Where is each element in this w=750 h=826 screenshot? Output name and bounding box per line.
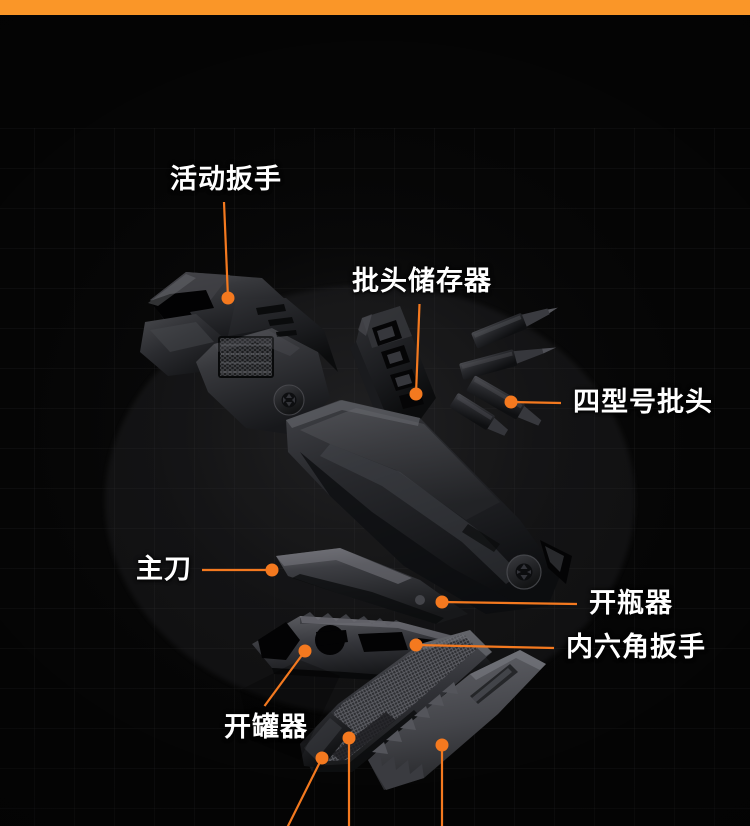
top-accent-bar [0,0,750,15]
callout-label-hex-wrench: 内六角扳手 [566,632,706,662]
leader-bottle-opener [435,595,578,609]
leader-hex-wrench [409,638,555,652]
callout-label-adjustable-wrench: 活动扳手 [170,164,282,194]
leader-four-type-bits [504,395,562,409]
callout-dot-adjustable-wrench [221,291,235,305]
leader-cut-off-middle [342,731,356,826]
leader-can-opener [263,644,312,707]
leader-cut-off-left [286,751,329,826]
callout-dot-can-opener [298,644,312,658]
callout-label-bottle-opener: 开瓶器 [589,588,673,618]
leader-main-blade [202,563,279,577]
callout-label-four-type-bits: 四型号批头 [573,387,713,417]
callout-label-can-opener: 开罐器 [224,712,308,742]
leader-bit-storage [409,303,423,401]
leader-cut-off-right [435,738,449,826]
callout-dot-main-blade [265,563,279,577]
callout-dot-bottle-opener [435,595,449,609]
callout-dot-cut-off-right [435,738,449,752]
leader-adjustable-wrench [221,201,235,305]
callout-dot-bit-storage [409,387,423,401]
callout-dot-hex-wrench [409,638,423,652]
callout-label-main-blade: 主刀 [136,554,192,584]
callout-dot-cut-off-middle [342,731,356,745]
callout-dot-cut-off-left [315,751,329,765]
callout-label-bit-storage: 批头储存器 [352,266,492,296]
callout-dot-four-type-bits [504,395,518,409]
